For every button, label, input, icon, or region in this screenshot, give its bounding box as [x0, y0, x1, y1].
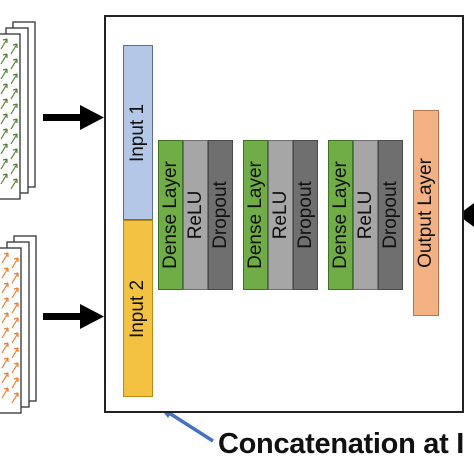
image-glyph	[11, 257, 19, 269]
image-glyph	[1, 387, 9, 399]
image-glyph	[1, 312, 9, 324]
stack3-dense-label: Dense Layer	[329, 161, 351, 269]
stack1-dense-layer: Dense Layer	[158, 140, 183, 290]
image-glyph	[0, 98, 8, 110]
stack2-relu-label: ReLU	[269, 190, 291, 240]
input1-arrow	[43, 105, 104, 130]
stack1-dense-label: Dense Layer	[159, 161, 181, 269]
image-glyph	[11, 332, 19, 344]
stack1-dropout: Dropout	[208, 140, 233, 290]
image-glyph	[11, 347, 19, 359]
image-glyph	[10, 103, 18, 115]
image-glyph	[1, 357, 9, 369]
image-glyph	[11, 317, 19, 329]
image-glyph	[11, 287, 19, 299]
image-glyph	[11, 377, 19, 389]
image-glyph	[1, 327, 9, 339]
stack2-dropout-label: Dropout	[294, 181, 316, 249]
input1-label: Input 1	[127, 103, 148, 162]
image-glyph	[1, 297, 9, 309]
image-glyph	[0, 173, 8, 185]
stack3-relu-label: ReLU	[354, 190, 376, 240]
image-glyph	[10, 178, 18, 190]
image-glyph	[11, 362, 19, 374]
image-glyph	[0, 158, 8, 170]
image-glyph	[10, 73, 18, 85]
stack2-dense-layer: Dense Layer	[243, 140, 268, 290]
stack2-relu: ReLU	[268, 140, 293, 290]
concatenation-caption: Concatenation at I	[218, 428, 464, 460]
image-glyph	[1, 342, 9, 354]
image-glyph	[0, 128, 8, 140]
right-edge-arrow	[458, 203, 474, 227]
image-glyph	[11, 272, 19, 284]
image-glyph	[10, 148, 18, 160]
image-glyph	[1, 252, 9, 264]
stack3-dense-layer: Dense Layer	[328, 140, 353, 290]
image-glyph	[0, 113, 8, 125]
stack1-relu: ReLU	[183, 140, 208, 290]
stack1-relu-label: ReLU	[184, 190, 206, 240]
stack1-dropout-label: Dropout	[209, 181, 231, 249]
output-layer-label: Output Layer	[415, 158, 436, 268]
image-glyph	[0, 83, 8, 95]
image-glyph	[1, 372, 9, 384]
image-glyph	[10, 88, 18, 100]
top-input-image-stack	[0, 21, 36, 200]
image-glyph	[11, 302, 19, 314]
stack3-dropout-label: Dropout	[379, 181, 401, 249]
image-glyph	[10, 133, 18, 145]
stack2-dense-label: Dense Layer	[244, 161, 266, 269]
image-glyph	[10, 163, 18, 175]
stack3-relu: ReLU	[353, 140, 378, 290]
image-glyph	[1, 282, 9, 294]
image-glyph	[10, 118, 18, 130]
image-glyph	[0, 68, 8, 80]
image-glyph	[10, 43, 18, 55]
image-glyph	[11, 392, 19, 404]
image-glyph	[0, 143, 8, 155]
input2-arrow	[43, 304, 104, 329]
image-glyph	[0, 38, 8, 50]
stack2-dropout: Dropout	[293, 140, 318, 290]
input1-block: Input 1	[123, 45, 153, 220]
stack3-dropout: Dropout	[378, 140, 403, 290]
input2-block: Input 2	[123, 220, 153, 397]
output-layer-block: Output Layer	[413, 110, 439, 316]
bottom-input-image-stack	[0, 235, 37, 414]
image-glyph	[0, 53, 8, 65]
image-glyph	[1, 267, 9, 279]
image-glyph	[10, 58, 18, 70]
input2-label: Input 2	[127, 279, 148, 338]
